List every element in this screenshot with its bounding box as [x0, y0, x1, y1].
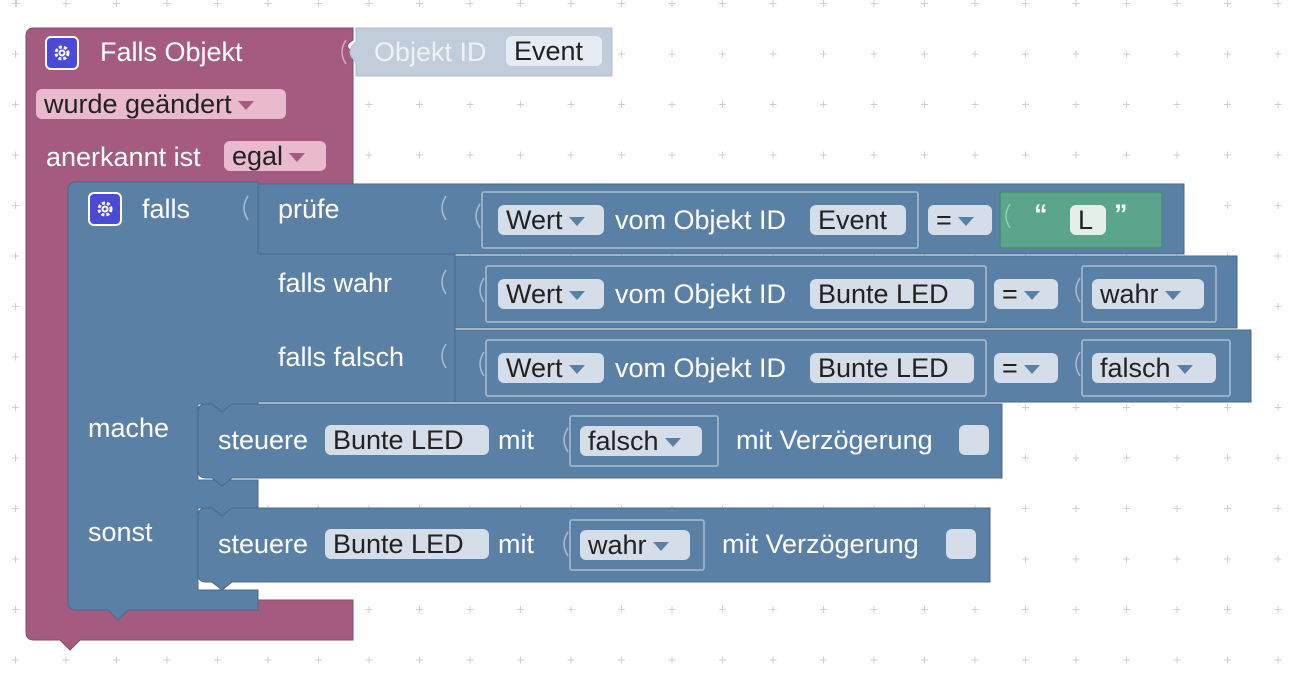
true-bool-dropdown[interactable]: wahr: [1092, 279, 1204, 309]
false-operator: =: [1002, 353, 1018, 383]
control-do-label: steuere: [218, 425, 309, 455]
if-gear-icon[interactable]: [88, 192, 122, 226]
control-do-object-field[interactable]: Bunte LED: [325, 425, 489, 455]
if-false-label: falls falsch: [278, 342, 405, 372]
ack-label: anerkannt ist: [46, 142, 201, 172]
control-else-with-label: mit: [498, 529, 534, 559]
true-value-mode: Wert: [506, 279, 563, 309]
control-do-delay-label: mit Verzögerung: [736, 425, 933, 455]
false-bool-value: falsch: [1100, 353, 1171, 383]
quote-close-icon: ”: [1114, 199, 1128, 229]
ack-value: egal: [232, 141, 284, 171]
object-id-label: Objekt ID: [374, 37, 487, 67]
control-else-delay-label: mit Verzögerung: [722, 529, 919, 559]
false-object-field[interactable]: Bunte LED: [810, 353, 974, 383]
change-mode-dropdown[interactable]: wurde geändert: [36, 89, 286, 119]
false-value-mode-dropdown[interactable]: Wert: [498, 353, 604, 383]
object-id-field[interactable]: Event: [506, 36, 602, 66]
control-else-value: wahr: [588, 530, 647, 560]
true-operator-dropdown[interactable]: =: [994, 279, 1058, 309]
if-check-label: prüfe: [278, 194, 340, 224]
if-falls-label: falls: [142, 194, 191, 224]
control-else-object-field[interactable]: Bunte LED: [325, 529, 489, 559]
true-from-label: vom Objekt ID: [615, 279, 787, 309]
condition-object-field[interactable]: Event: [810, 205, 906, 235]
false-from-label: vom Objekt ID: [615, 353, 787, 383]
control-else-delay-checkbox[interactable]: [946, 529, 976, 559]
control-else-value-dropdown[interactable]: wahr: [580, 530, 690, 560]
if-else-label: sonst: [88, 517, 153, 547]
condition-value-mode: Wert: [506, 205, 563, 235]
condition-from-label: vom Objekt ID: [615, 205, 787, 235]
true-bool-value: wahr: [1100, 279, 1159, 309]
condition-string-field[interactable]: L: [1070, 205, 1106, 235]
true-object-field[interactable]: Bunte LED: [810, 279, 974, 309]
control-do-value: falsch: [588, 426, 659, 456]
false-bool-dropdown[interactable]: falsch: [1092, 353, 1216, 383]
control-do-delay-checkbox[interactable]: [959, 425, 989, 455]
condition-operator: =: [936, 205, 952, 235]
if-do-label: mache: [88, 413, 170, 443]
false-operator-dropdown[interactable]: =: [994, 353, 1058, 383]
control-do-value-dropdown[interactable]: falsch: [580, 426, 702, 456]
condition-value-mode-dropdown[interactable]: Wert: [498, 205, 604, 235]
change-mode-value: wurde geändert: [44, 89, 232, 119]
control-do-with-label: mit: [498, 425, 534, 455]
trigger-title: Falls Objekt: [100, 37, 243, 67]
control-else-label: steuere: [218, 529, 309, 559]
if-true-label: falls wahr: [278, 268, 393, 298]
condition-operator-dropdown[interactable]: =: [928, 205, 992, 235]
quote-open-icon: “: [1034, 199, 1048, 229]
true-operator: =: [1002, 279, 1018, 309]
trigger-gear-icon[interactable]: [45, 36, 79, 70]
false-value-mode: Wert: [506, 353, 563, 383]
true-value-mode-dropdown[interactable]: Wert: [498, 279, 604, 309]
ack-dropdown[interactable]: egal: [224, 141, 326, 171]
